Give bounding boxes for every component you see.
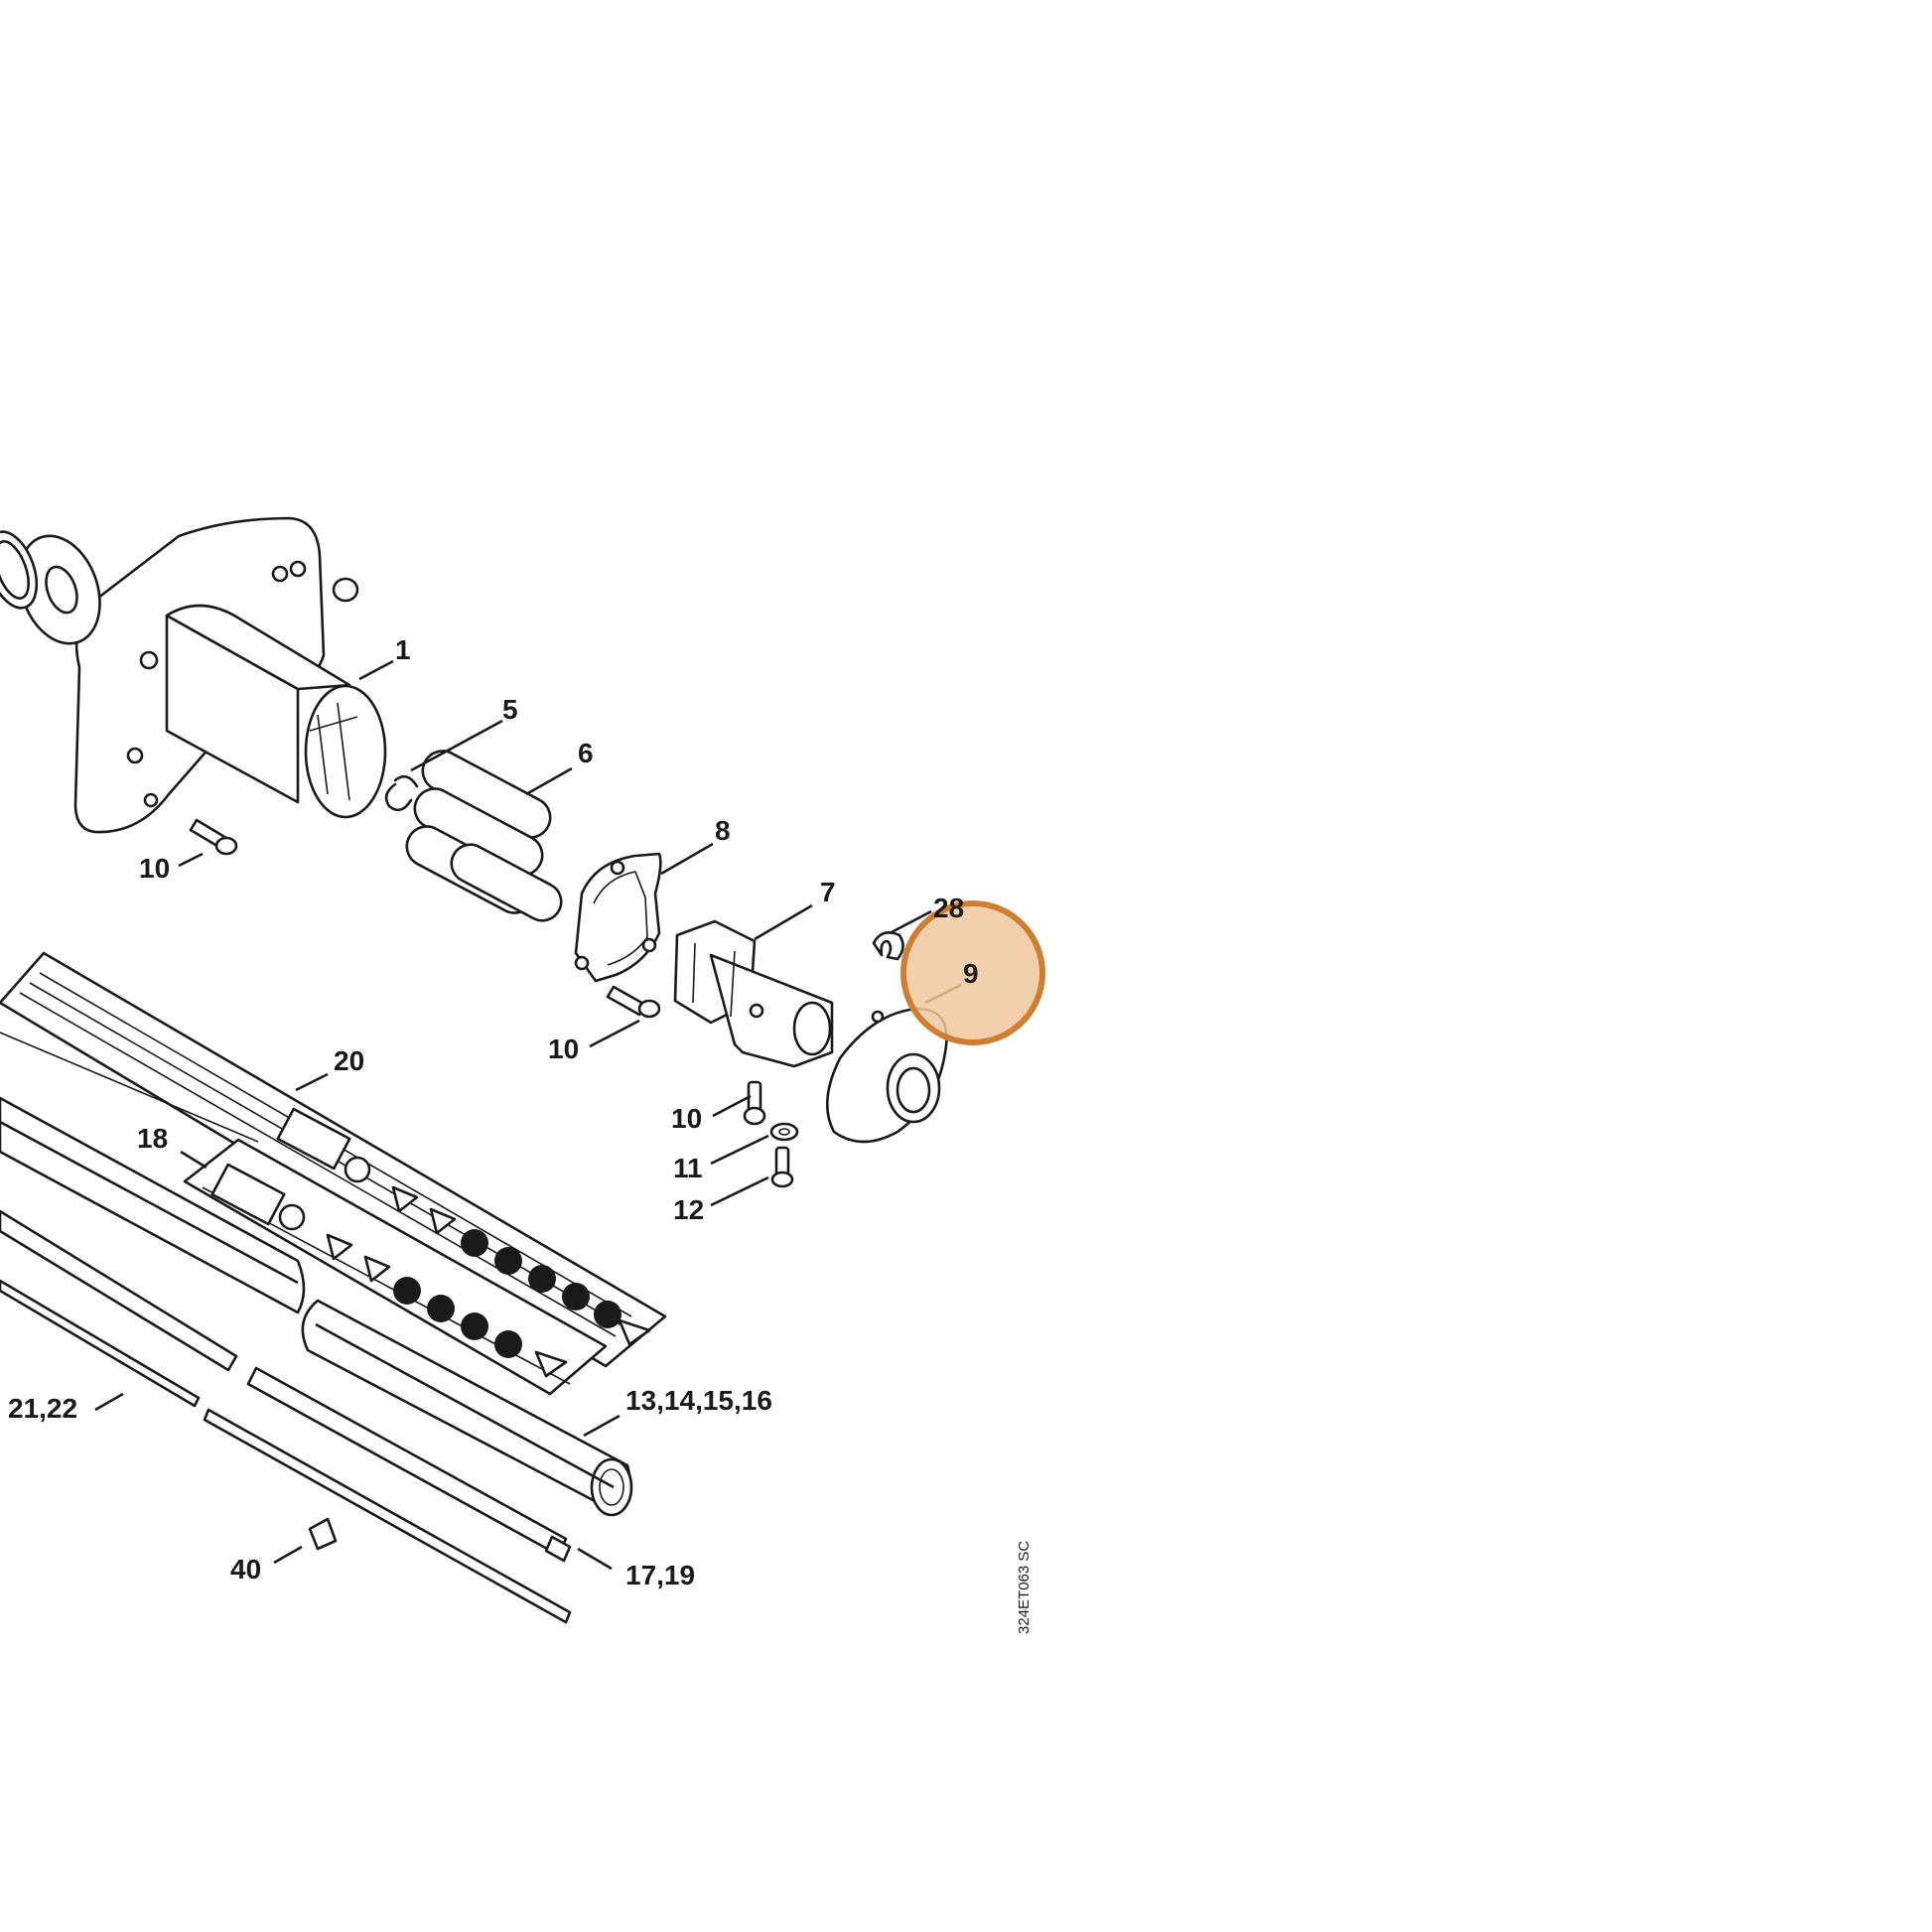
washer-part-11[interactable] [769, 1122, 799, 1142]
screw-part-10-lower[interactable] [743, 1080, 766, 1126]
screw-part-10-left[interactable] [189, 818, 238, 856]
callout-1: 1 [395, 634, 411, 665]
callout-8: 8 [715, 815, 731, 846]
clip-part-28[interactable] [872, 931, 904, 961]
callout-5: 5 [502, 694, 518, 725]
leader-lines [94, 659, 962, 1571]
pictogram-strip-upper [276, 1107, 651, 1346]
callout-6: 6 [578, 738, 594, 768]
callout-11: 11 [673, 1153, 703, 1183]
callout-13-14-15-16: 13,14,15,16 [625, 1385, 772, 1416]
callout-12: 12 [673, 1194, 704, 1225]
grip-part-9[interactable] [825, 1007, 948, 1144]
callout-21-22: 21,22 [8, 1393, 77, 1424]
clamp-part[interactable] [673, 919, 834, 1068]
rubber-damper-part[interactable] [400, 744, 568, 926]
circlip-top[interactable] [0, 525, 46, 615]
drive-tube-part[interactable] [0, 1096, 633, 1517]
callout-7: 7 [820, 877, 836, 907]
callout-10-lower: 10 [671, 1103, 702, 1134]
highlight-circle[interactable] [900, 900, 1045, 1045]
callout-17-19: 17,19 [625, 1560, 695, 1590]
plug-part-40[interactable] [308, 1517, 338, 1551]
callout-18: 18 [137, 1123, 168, 1154]
callout-10-left: 10 [139, 853, 170, 884]
ball-bearing[interactable] [5, 524, 114, 654]
pictogram-strip-lower [210, 1163, 568, 1378]
circlip-part[interactable] [384, 774, 419, 812]
callout-28: 28 [933, 893, 964, 923]
drive-shaft-part[interactable] [0, 1279, 572, 1624]
callout-10-mid: 10 [548, 1034, 579, 1064]
drawing-code: 324ET063 SC [1016, 1541, 1033, 1634]
liner-part[interactable] [0, 1209, 572, 1563]
callout-40: 40 [230, 1554, 261, 1585]
gear-housing-part[interactable] [73, 516, 387, 834]
gasket-part[interactable] [574, 852, 662, 983]
callout-9: 9 [963, 958, 979, 989]
callout-labels: 1 5 6 8 7 28 9 10 10 10 11 12 20 18 21,2… [8, 634, 979, 1590]
callout-20: 20 [334, 1045, 364, 1076]
screw-part-10-mid[interactable] [606, 985, 661, 1019]
screw-part-12[interactable] [770, 1146, 794, 1188]
